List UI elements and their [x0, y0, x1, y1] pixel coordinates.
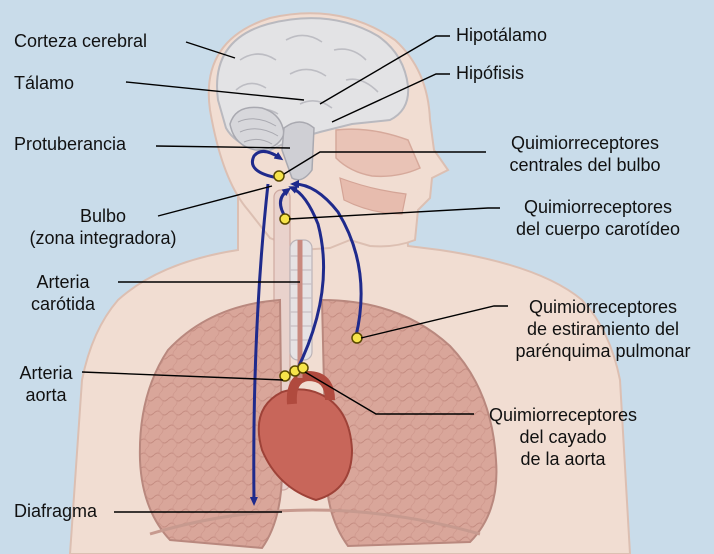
label-arteria-carotida: Arteria carótida [8, 271, 118, 315]
label-bulbo: Bulbo (zona integradora) [8, 205, 198, 249]
label-arteria-carotida-line2: carótida [30, 294, 96, 314]
label-qr-aorta: Quimiorreceptores del cayado de la aorta [468, 404, 658, 470]
brainstem [281, 121, 315, 181]
label-qr-carotideo-line2: del cuerpo carotídeo [515, 219, 681, 239]
label-qr-aorta-line1: Quimiorreceptores [488, 405, 638, 425]
label-hipotalamo: Hipotálamo [456, 25, 548, 45]
receptor-dot-aorta-1 [279, 370, 291, 382]
leader-lines [81, 35, 508, 513]
label-hipofisis: Hipófisis [456, 63, 525, 83]
label-qr-carotideo-line1: Quimiorreceptores [523, 197, 673, 217]
label-bulbo-line1: Bulbo [79, 206, 127, 226]
receptor-dot-pulmonar [351, 332, 363, 344]
lung-afferent-arrow [290, 180, 363, 337]
label-protuberancia: Protuberancia [14, 134, 127, 154]
label-talamo: Tálamo [14, 73, 75, 93]
left-lung [138, 298, 284, 550]
pathway-loop-arrow [251, 150, 284, 180]
leader-hipofisis [331, 73, 450, 123]
leader-aorta [81, 371, 284, 381]
aortic-arch [286, 370, 335, 405]
label-qr-pulmonar-line2: de estiramiento del [526, 319, 680, 339]
label-arteria-carotida-line1: Arteria [36, 272, 90, 292]
label-qr-bulbo-line1: Quimiorreceptores [510, 133, 660, 153]
label-bulbo-line2: (zona integradora) [29, 228, 177, 248]
leader-talamo [125, 81, 305, 101]
leader-qr-aorta [304, 371, 474, 415]
right-lung [320, 298, 498, 548]
label-qr-aorta-line3: de la aorta [520, 449, 606, 469]
label-arteria-aorta: Arteria aorta [6, 362, 86, 406]
label-qr-pulmonar-line3: parénquima pulmonar [515, 341, 691, 361]
leader-protuberancia [155, 145, 291, 149]
descending-pathway-arrow [249, 183, 270, 506]
leader-qr-carotideo [288, 207, 500, 220]
label-corteza-cerebral: Corteza cerebral [14, 31, 148, 51]
label-qr-pulmonar: Quimiorreceptores de estiramiento del pa… [498, 296, 708, 362]
label-qr-bulbo: Quimiorreceptores centrales del bulbo [480, 132, 690, 176]
leader-qr-pulmonar [360, 305, 508, 339]
label-diafragma: Diafragma [14, 501, 98, 521]
label-qr-bulbo-line2: centrales del bulbo [509, 155, 661, 175]
leader-hipotalamo [319, 35, 450, 105]
nasal-cavity [335, 128, 421, 178]
label-qr-pulmonar-line1: Quimiorreceptores [528, 297, 678, 317]
leader-qr-bulbo [283, 151, 486, 175]
diaphragm-curve [149, 508, 481, 536]
oral-cavity [339, 177, 407, 215]
receptor-dot-carotideo [279, 213, 291, 225]
label-qr-aorta-line2: del cayado [519, 427, 607, 447]
heart [257, 388, 354, 502]
leader-bulbo [157, 185, 273, 217]
receptor-dot-bulbo [273, 170, 285, 182]
label-arteria-aorta-line2: aorta [25, 385, 67, 405]
aortic-afferent-arrow [288, 186, 326, 373]
receptor-dot-aorta-3 [297, 362, 309, 374]
leader-corteza [185, 41, 236, 59]
cerebellum-folds [237, 118, 279, 145]
label-arteria-aorta-line1: Arteria [19, 363, 73, 383]
label-qr-carotideo: Quimiorreceptores del cuerpo carotídeo [494, 196, 702, 240]
